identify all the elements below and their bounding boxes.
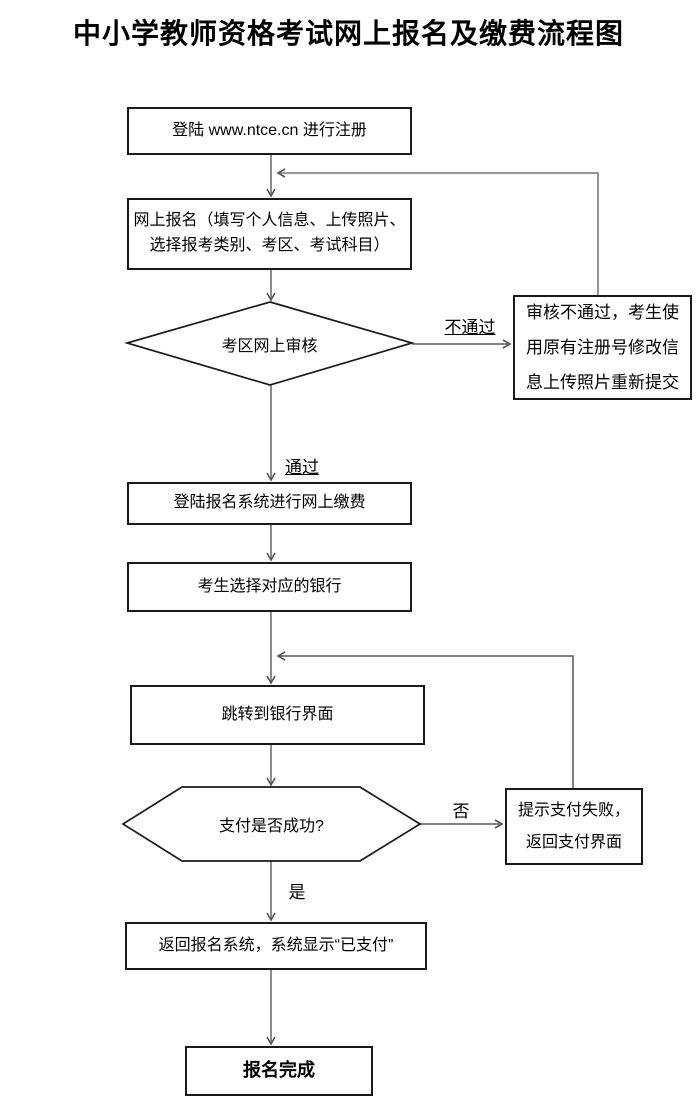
node-review-label: 考区网上审核	[221, 337, 318, 355]
node-pay-fail: 提示支付失败， 返回支付界面	[505, 788, 643, 865]
node-return-system: 返回报名系统，系统显示“已支付”	[125, 922, 427, 970]
decision-diamond-review	[123, 301, 416, 386]
node-choose-bank: 考生选择对应的银行	[127, 562, 412, 612]
node-register: 登陆 www.ntce.cn 进行注册	[127, 107, 412, 155]
node-pay-check-label: 支付是否成功?	[219, 818, 324, 835]
decision-hexagon-payment	[121, 786, 422, 862]
page-title: 中小学教师资格考试网上报名及缴费流程图	[72, 18, 624, 49]
edge-label-not-pass: 不通过	[444, 318, 496, 337]
edge-label-pass: 通过	[285, 458, 319, 477]
node-pay-login: 登陆报名系统进行网上缴费	[127, 482, 412, 525]
node-review-fail: 审核不通过，考生使 用原有注册号修改信 息上传照片重新提交	[513, 295, 692, 400]
connector-reviewfail-back-to-apply	[276, 168, 599, 295]
edge-label-no: 否	[452, 802, 470, 821]
edge-label-yes: 是	[288, 883, 306, 902]
node-online-apply: 网上报名（填写个人信息、上传照片、 选择报考类别、考区、考试科目）	[127, 198, 412, 270]
connector-payfail-back-to-bankpage	[276, 651, 574, 788]
node-bank-page: 跳转到银行界面	[130, 685, 425, 745]
node-complete: 报名完成	[185, 1046, 373, 1096]
